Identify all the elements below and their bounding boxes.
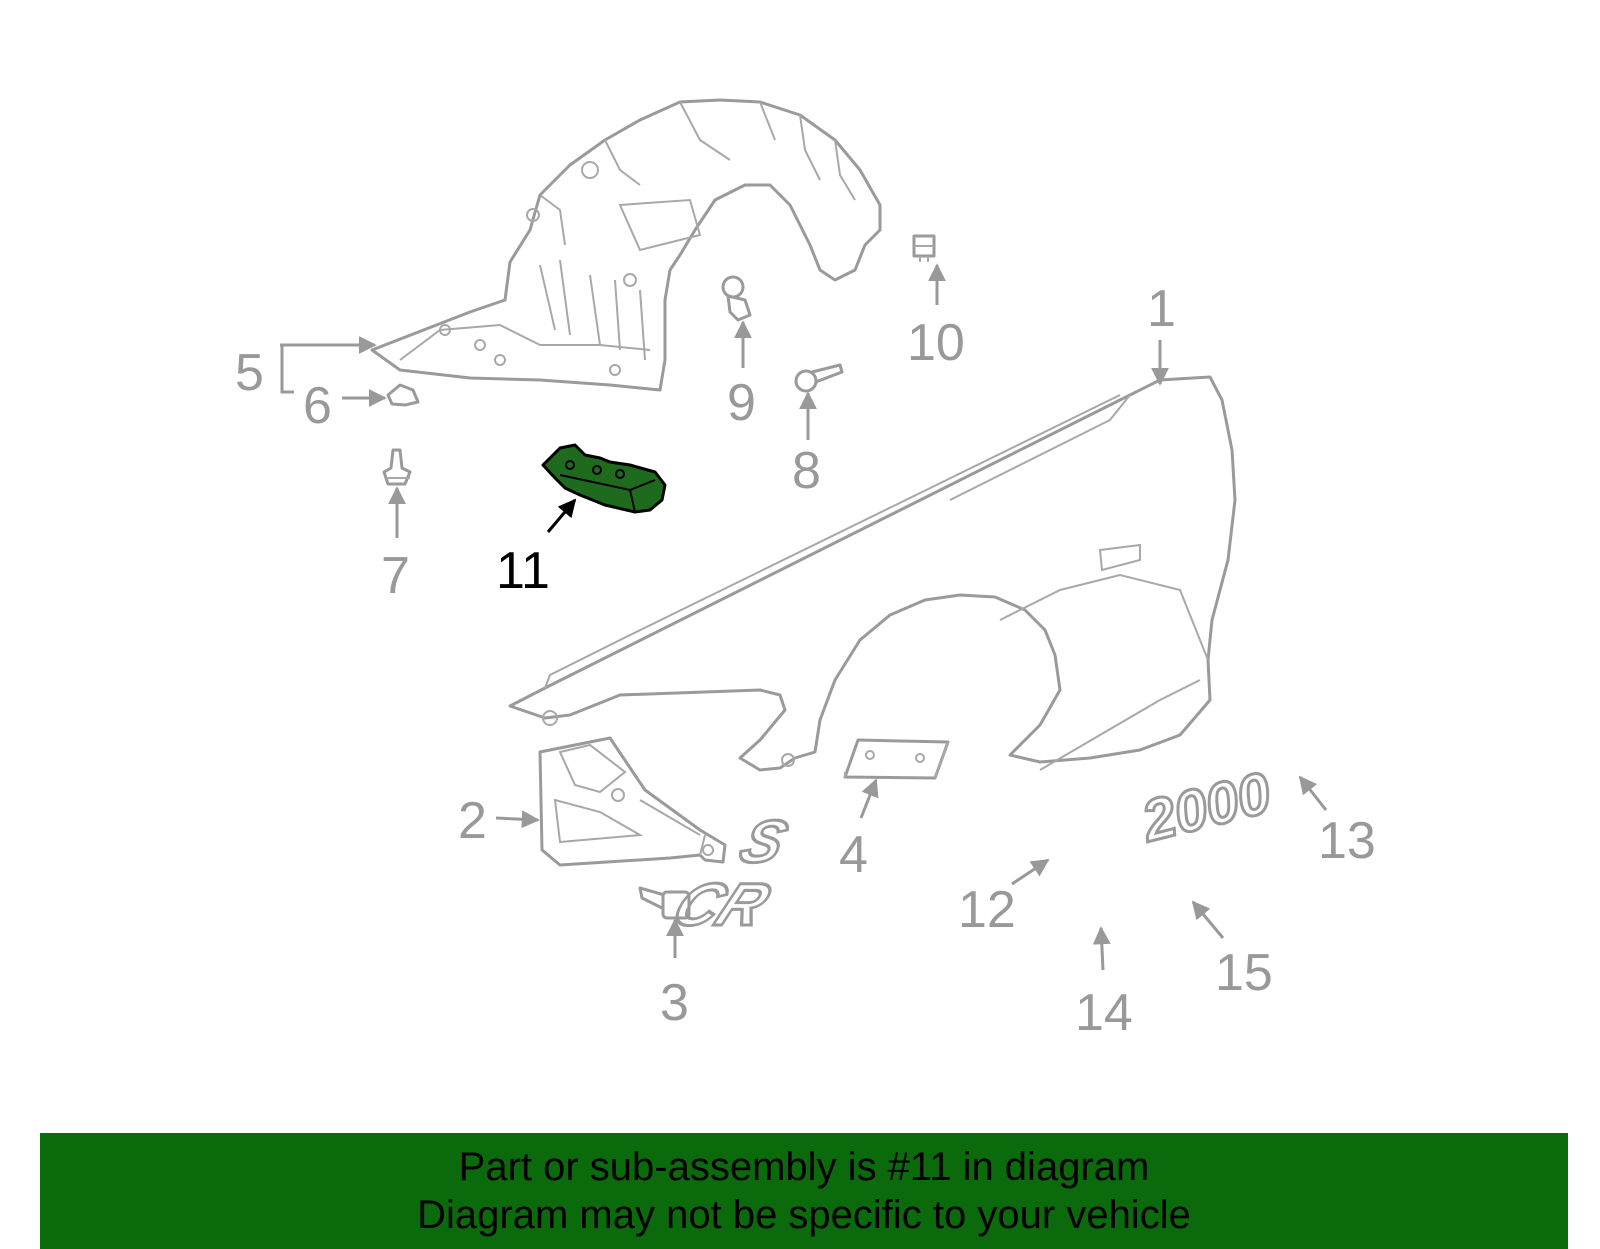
callout-9: 9 [727, 374, 756, 432]
svg-text:S: S [731, 809, 795, 876]
callout-12: 12 [958, 881, 1016, 939]
diagram-notice-banner: Part or sub-assembly is #11 in diagram D… [40, 1133, 1568, 1249]
callout-4: 4 [839, 826, 868, 884]
callout-5: 5 [235, 344, 264, 402]
callout-15: 15 [1215, 944, 1273, 1002]
callout-arrows [280, 263, 1328, 971]
pad-part-4 [843, 738, 950, 780]
clip-part-6 [386, 383, 420, 407]
callout-2: 2 [458, 792, 487, 850]
push-clip-part-9 [721, 275, 752, 322]
callout-6: 6 [303, 377, 332, 435]
callout-13: 13 [1318, 812, 1376, 870]
callout-10: 10 [907, 314, 965, 372]
notice-line-disclaimer: Diagram may not be specific to your vehi… [417, 1193, 1191, 1237]
notice-line-part-number: Part or sub-assembly is #11 in diagram [458, 1145, 1150, 1189]
screw-part-8 [794, 363, 844, 393]
bracket-part-11-highlighted [541, 443, 667, 514]
fender-liner-part [370, 98, 882, 392]
callout-3: 3 [660, 974, 689, 1032]
callout-7: 7 [381, 547, 410, 605]
clip-part-10 [912, 234, 936, 262]
callout-8: 8 [792, 442, 821, 500]
emblem-cr: CR [661, 870, 782, 939]
callout-11-highlighted: 11 [496, 542, 550, 600]
callout-14: 14 [1075, 984, 1133, 1042]
emblem-s: S [730, 807, 797, 877]
callout-1: 1 [1147, 280, 1176, 338]
emblem-2000: 2000 [1134, 759, 1279, 857]
front-fender-part [508, 375, 1237, 772]
bracket-part-2 [538, 736, 727, 867]
svg-text:2000: 2000 [1135, 760, 1277, 855]
bolt-part-3 [638, 886, 691, 920]
svg-text:CR: CR [662, 872, 780, 938]
rivet-part-7 [382, 448, 412, 486]
